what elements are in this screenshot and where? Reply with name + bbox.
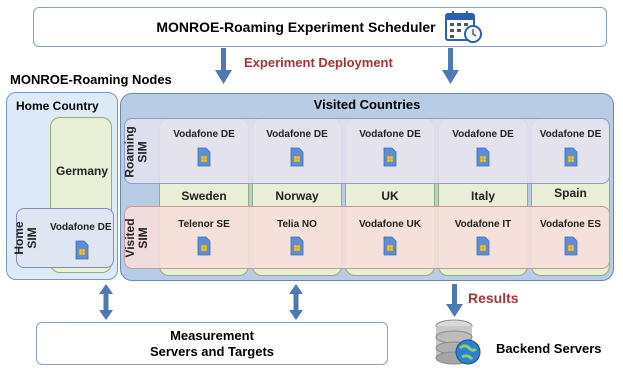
database-globe-icon bbox=[435, 319, 481, 365]
visited-operator: Telenor SE bbox=[178, 219, 230, 230]
roaming-operator: Vodafone DE bbox=[452, 129, 514, 140]
country-name: Norway bbox=[275, 189, 319, 203]
visited-operator: Vodafone ES bbox=[540, 219, 601, 230]
home-sim-row bbox=[16, 208, 114, 268]
calendar-clock-icon bbox=[444, 11, 482, 43]
experiment-scheduler-box: MONROE-Roaming Experiment Scheduler bbox=[33, 7, 607, 47]
measurement-servers-box: Measurement Servers and Targets bbox=[36, 322, 388, 365]
measurement-arrow-right bbox=[289, 284, 303, 320]
country-name: Italy bbox=[470, 189, 495, 203]
home-sim-label: Home SIM bbox=[12, 221, 39, 255]
results-label: Results bbox=[468, 290, 519, 306]
backend-servers-label: Backend Servers bbox=[496, 341, 602, 356]
country-name: UK bbox=[381, 189, 399, 203]
sim-card-icon bbox=[290, 236, 304, 256]
scheduler-title: MONROE-Roaming Experiment Scheduler bbox=[156, 19, 436, 35]
visited-countries-title: Visited Countries bbox=[313, 97, 421, 112]
sim-card-icon bbox=[476, 147, 490, 167]
visited-operator: Vodafone IT bbox=[454, 219, 512, 230]
measurement-arrow-left bbox=[99, 284, 113, 320]
sim-card-icon bbox=[75, 240, 89, 260]
country-name: Spain bbox=[554, 186, 587, 200]
roaming-operator: Vodafone DE bbox=[266, 129, 328, 140]
roaming-operator: Vodafone DE bbox=[359, 129, 421, 140]
visited-operator: Vodafone UK bbox=[358, 219, 422, 230]
visited-sim-label: Visited SIM bbox=[123, 218, 150, 258]
visited-operator: Telia NO bbox=[277, 219, 317, 230]
roaming-sim-label: Roaming SIM bbox=[123, 126, 150, 178]
sim-card-icon bbox=[197, 147, 211, 167]
deployment-label: Experiment Deployment bbox=[244, 55, 393, 70]
measurement-line2: Servers and Targets bbox=[149, 343, 275, 359]
nodes-title: MONROE-Roaming Nodes bbox=[10, 72, 172, 87]
sim-card-icon bbox=[564, 236, 578, 256]
deploy-arrow-left bbox=[215, 48, 232, 84]
sim-card-icon bbox=[476, 236, 490, 256]
country-name: Sweden bbox=[181, 189, 227, 203]
home-sim-operator: Vodafone DE bbox=[50, 222, 112, 233]
results-arrow bbox=[446, 284, 463, 317]
measurement-line1: Measurement bbox=[170, 327, 254, 343]
deploy-arrow-right bbox=[442, 48, 459, 84]
sim-card-icon bbox=[383, 147, 397, 167]
sim-card-icon bbox=[383, 236, 397, 256]
home-country-title: Home Country bbox=[16, 99, 99, 113]
home-country-name: Germany bbox=[56, 164, 109, 178]
sim-card-icon bbox=[564, 147, 578, 167]
roaming-operator: Vodafone DE bbox=[539, 129, 602, 140]
roaming-operator: Vodafone DE bbox=[173, 129, 235, 140]
sim-card-icon bbox=[197, 236, 211, 256]
sim-card-icon bbox=[290, 147, 304, 167]
